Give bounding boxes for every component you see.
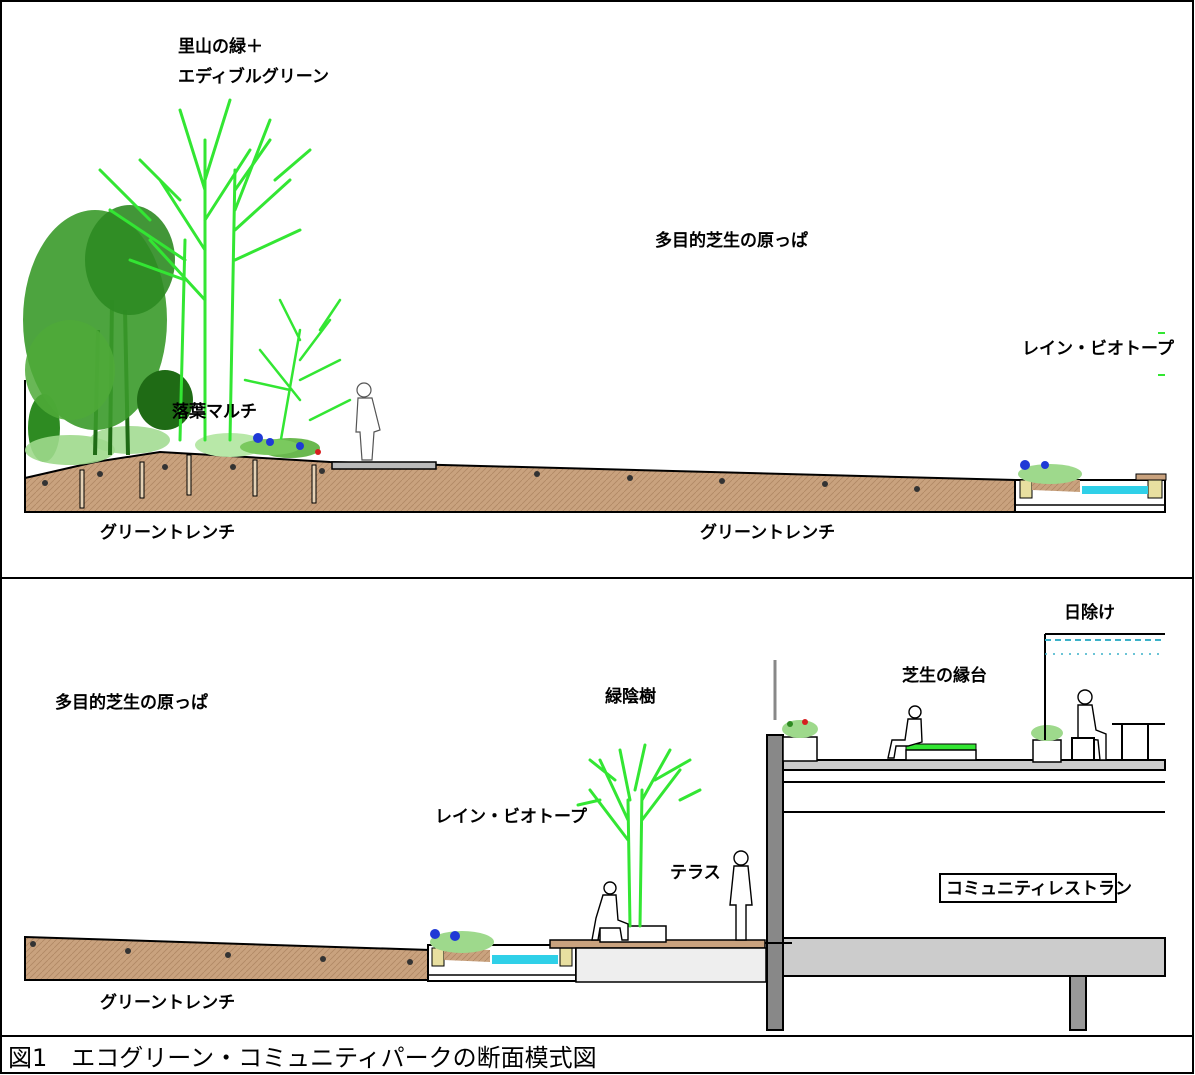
person-rooftop-1 (887, 705, 923, 759)
person-seated (591, 881, 629, 941)
person-standing (355, 382, 381, 461)
label-biotope-top: レイン・ビオトープ (1022, 338, 1175, 359)
label-trench-left: グリーントレンチ (100, 522, 235, 543)
label-terrace: テラス (670, 863, 721, 883)
paving-slab (331, 461, 437, 470)
panel-top: 里山の緑＋ エディブルグリーン 多目的芝生の原っぱ 落葉マルチ レイン・ビオトー… (23, 36, 1175, 543)
lawn-bench (905, 743, 977, 761)
rooftop-planter-left (782, 719, 818, 762)
label-shade-tree: 緑陰樹 (605, 686, 656, 707)
deciduous-tree-dark (23, 205, 193, 456)
figure-caption: 図1 エコグリーン・コミュニティパークの断面模式図 (8, 1044, 597, 1072)
drain-pipes (42, 464, 920, 492)
ground-soil-bottom (24, 935, 431, 981)
rooftop-planter-right (1031, 725, 1063, 763)
sunshade-structure (1044, 633, 1165, 740)
bright-shrub (243, 298, 352, 447)
label-satoyama: 里山の緑＋ (178, 36, 263, 57)
ground-soil (24, 450, 1016, 513)
restaurant-building (765, 660, 1166, 1031)
wooden-stakes (79, 454, 317, 509)
rain-biotope-bottom (427, 929, 577, 982)
label-trench-bottom: グリーントレンチ (100, 992, 235, 1013)
label-trench-right: グリーントレンチ (700, 522, 835, 543)
person-standing-terrace (729, 850, 753, 941)
flower-bed (240, 433, 321, 455)
label-sunshade: 日除け (1064, 602, 1115, 623)
label-lawn-bottom: 多目的芝生の原っぱ (55, 692, 208, 713)
label-edible-green: エディブルグリーン (178, 66, 329, 87)
tall-bright-trees (98, 98, 312, 442)
shade-tree (576, 743, 702, 928)
rain-biotope-top (1014, 332, 1167, 513)
drain-pipes-bottom (30, 941, 413, 965)
terrace-deck (549, 925, 767, 983)
label-lawn-top: 多目的芝生の原っぱ (655, 230, 808, 251)
label-mulch: 落葉マルチ (172, 401, 257, 422)
label-restaurant: コミュニティレストラン (946, 879, 1132, 899)
label-biotope-bottom: レイン・ビオトープ (435, 806, 588, 827)
restaurant-sign (939, 873, 1117, 903)
panel-bottom: 多目的芝生の原っぱ 緑陰樹 レイン・ビオトープ テラス 芝生の縁台 日除け コミ… (24, 602, 1166, 1031)
rooftop-table (1071, 723, 1165, 761)
label-lawn-bench: 芝生の縁台 (902, 665, 987, 686)
